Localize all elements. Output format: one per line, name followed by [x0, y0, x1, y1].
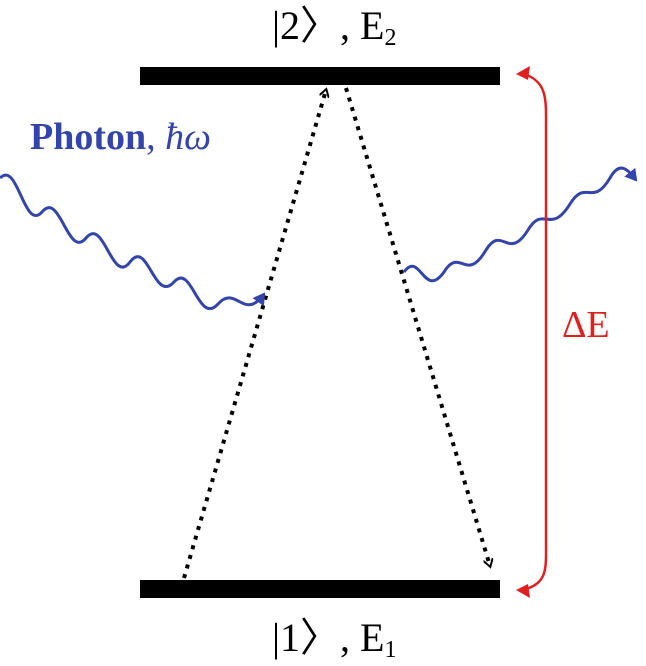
upper-energy-subscript: 2 [384, 25, 397, 51]
upper-ket-number: 2 [280, 3, 301, 48]
absorption-transition-arrow [182, 90, 326, 579]
lower-level-label: |1〉, E1 [272, 615, 397, 663]
lower-energy-level [140, 580, 500, 598]
energy-gap-arrow [523, 72, 548, 592]
photon-separator: , [146, 116, 166, 158]
energy-gap-label: ΔE [562, 304, 610, 346]
upper-level-label: |2〉, E2 [272, 3, 397, 51]
energy-gap-arrowhead-top [516, 66, 530, 80]
photon-label: Photon, ħω [30, 118, 211, 156]
lower-energy-symbol: E [360, 615, 385, 660]
incoming-photon-wave [0, 173, 266, 310]
upper-energy-symbol: E [360, 3, 385, 48]
emission-transition-arrow [344, 87, 490, 566]
lower-energy-subscript: 1 [384, 637, 397, 663]
photon-word: Photon [30, 116, 147, 158]
energy-gap-arrowhead-bottom [516, 584, 530, 598]
upper-energy-level [140, 67, 500, 85]
photon-energy-symbol: ħω [165, 116, 211, 158]
emitted-photon-wave [402, 166, 638, 283]
lower-ket-number: 1 [280, 615, 301, 660]
